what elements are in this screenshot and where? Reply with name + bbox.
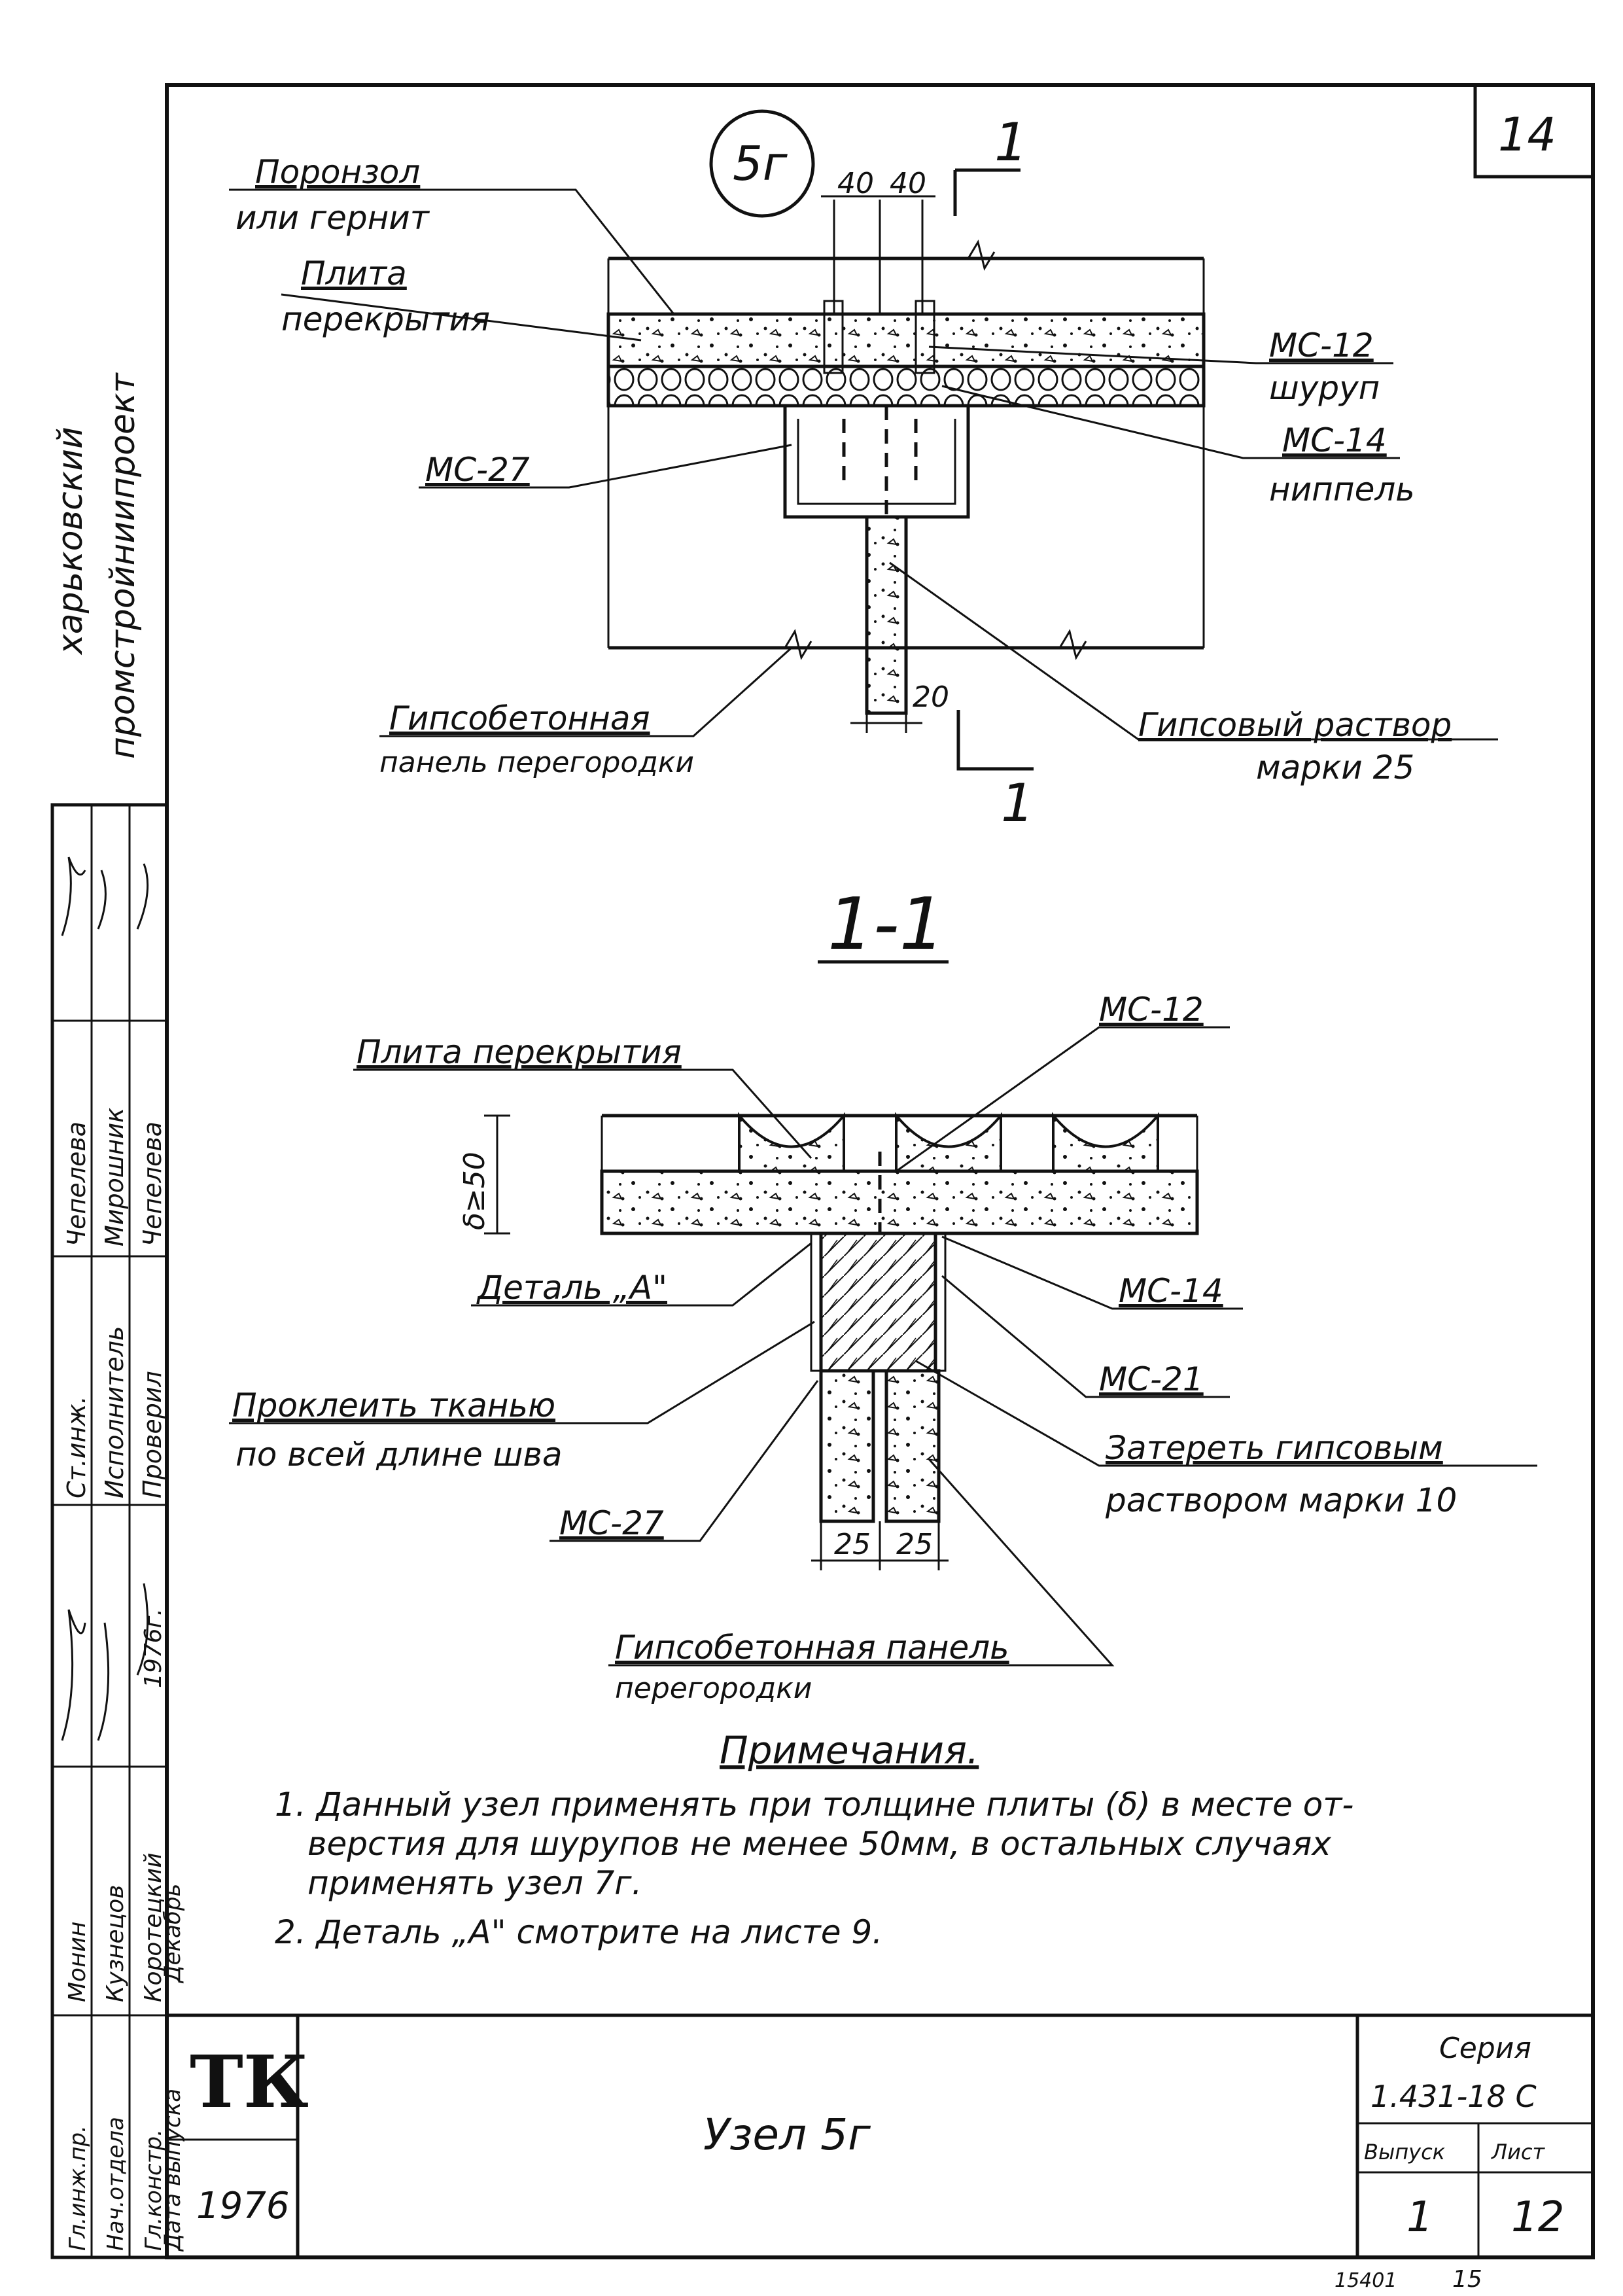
label-poronizol: Поронзол — [255, 153, 420, 191]
label-panel-top: Гипсобетонная — [389, 699, 650, 737]
note-line-1: 1. Данный узел применять при толщине пли… — [275, 1786, 1353, 1824]
label-tape: Проклеить тканью — [232, 1386, 555, 1424]
note-line-4: 2. Деталь „А" смотрите на листе 9. — [275, 1913, 882, 1951]
label-mortar-top: Гипсовый раствор — [1138, 706, 1452, 744]
stamp-lower-roles: Гл.инж.пр. Нач.отдела Гл.констр. Дата вы… — [64, 1608, 186, 2252]
svg-text:1976г.: 1976г. — [140, 1608, 167, 1688]
label-panel-section-2: перегородки — [615, 1672, 812, 1705]
svg-text:Ст.инж.: Ст.инж. — [62, 1396, 91, 1498]
title-block — [167, 2013, 1593, 2257]
label-tape-2: по всей длине шва — [236, 1436, 563, 1474]
org-line-1: харьковский — [51, 427, 90, 656]
series-label: Серия — [1439, 2032, 1531, 2065]
section-partition — [811, 1369, 949, 1570]
label-mc21: МС-21 — [1099, 1360, 1204, 1398]
sheet-label: Лист — [1491, 2140, 1545, 2164]
org-line-2: промстройниипроект — [103, 372, 143, 759]
svg-text:1: 1 — [994, 112, 1028, 173]
label-rub-2: раствором марки 10 — [1105, 1481, 1457, 1519]
label-rub: Затереть гипсовым — [1106, 1429, 1443, 1467]
label-mortar-top-2: марки 25 — [1256, 749, 1414, 786]
label-mc27-top: МС-27 — [425, 451, 530, 489]
issue-label: Выпуск — [1364, 2140, 1446, 2164]
svg-text:Гл.констр.: Гл.констр. — [141, 2129, 167, 2251]
stamp-signatures — [61, 857, 149, 1741]
svg-text:Дата выпуска: Дата выпуска — [160, 2089, 186, 2252]
svg-text:Чепелева: Чепелева — [62, 1122, 91, 1246]
section-mark-top: 1 — [953, 112, 1028, 216]
side-org-label: харьковский промстройниипроект — [51, 372, 143, 759]
dim-25-right: 25 — [896, 1528, 933, 1561]
series-code: 1.431-18 С — [1370, 2079, 1537, 2114]
label-slab-2: перекрытия — [281, 300, 490, 338]
page-number: 14 — [1498, 108, 1556, 162]
label-mc12-top: МС-12 — [1269, 327, 1374, 364]
section-mark-bottom: 1 — [956, 710, 1034, 834]
notes-title: Примечания. — [720, 1728, 979, 1773]
label-slab-section: Плита перекрытия — [357, 1033, 682, 1071]
label-delta: δ≥50 — [458, 1152, 491, 1230]
svg-text:Чепелева: Чепелева — [138, 1122, 167, 1246]
label-mc12-section: МС-12 — [1099, 991, 1204, 1029]
svg-text:Декабрь: Декабрь — [160, 1884, 186, 1984]
label-slab: Плита — [301, 255, 407, 292]
section-bracket — [810, 1231, 947, 1373]
label-mc14-top: МС-14 — [1282, 421, 1387, 459]
note-line-3: применять узел 7г. — [307, 1864, 642, 1902]
section-title: 1-1 — [828, 882, 945, 966]
svg-text:Коротецкий: Коротецкий — [140, 1852, 167, 2002]
svg-text:5г: 5г — [733, 136, 788, 191]
svg-text:Гл.инж.пр.: Гл.инж.пр. — [65, 2125, 91, 2251]
label-panel-section: Гипсобетонная панель — [615, 1629, 1009, 1667]
svg-text:Нач.отдела: Нач.отдела — [103, 2117, 129, 2251]
svg-text:Кузнецов: Кузнецов — [102, 1885, 129, 2002]
org-logo: ТК — [190, 2040, 309, 2124]
label-poronizol-2: или гернит — [236, 199, 430, 237]
issue-value: 1 — [1406, 2193, 1433, 2242]
left-stamp — [50, 803, 169, 2259]
top-slab — [606, 239, 1206, 660]
top-partition-panel — [850, 515, 922, 733]
dim-lines-40 — [821, 195, 935, 314]
sheet-value: 12 — [1511, 2193, 1564, 2242]
section-slab — [484, 1112, 1199, 1235]
label-detail-a: Деталь „А" — [476, 1269, 667, 1307]
dim-40-left: 40 — [837, 167, 874, 200]
label-mc14-sub: ниппель — [1269, 470, 1415, 508]
label-mc12-sub: шуруп — [1269, 369, 1380, 407]
stamp-year: 1976 — [196, 2185, 290, 2227]
svg-text:Монин: Монин — [64, 1921, 91, 2002]
top-bracket-mc27 — [783, 406, 970, 519]
svg-text:Мирошник: Мирошник — [100, 1108, 129, 1246]
label-mc14-section: МС-14 — [1119, 1272, 1223, 1310]
dim-40-right: 40 — [890, 167, 926, 200]
stamp-upper-roles: Ст.инж. Исполнитель Проверил Чепелева Ми… — [62, 1108, 167, 1498]
bottom-code-2: 15 — [1452, 2266, 1482, 2293]
note-line-2: верстия для шурупов не менее 50мм, в ост… — [307, 1825, 1331, 1863]
dim-20: 20 — [913, 680, 949, 714]
bottom-code-1: 15401 — [1335, 2269, 1397, 2292]
svg-text:1: 1 — [1001, 773, 1034, 834]
label-mc27-section: МС-27 — [559, 1504, 664, 1542]
drawing-title: Узел 5г — [703, 2110, 871, 2160]
dim-25-left: 25 — [834, 1528, 871, 1561]
svg-text:Проверил: Проверил — [138, 1371, 167, 1498]
svg-text:Исполнитель: Исполнитель — [100, 1326, 129, 1498]
label-panel-top-2: панель перегородки — [379, 746, 694, 779]
callout-circle: 5г — [709, 109, 815, 218]
